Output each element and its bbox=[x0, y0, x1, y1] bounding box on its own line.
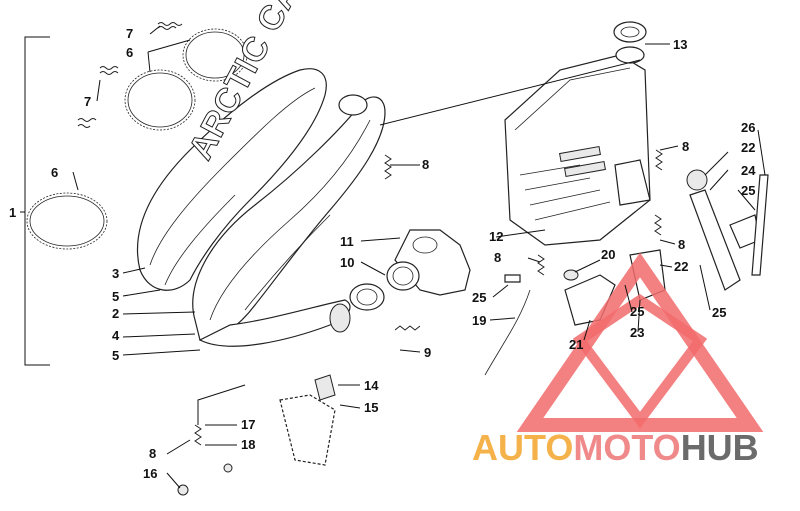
grommet-20 bbox=[563, 269, 579, 281]
callout-25-bracket: 25 bbox=[630, 304, 644, 319]
spring-8-lower bbox=[194, 424, 202, 446]
callout-22-lower: 22 bbox=[674, 259, 688, 274]
callout-7-left: 7 bbox=[84, 94, 91, 109]
callout-9: 9 bbox=[424, 345, 431, 360]
spring-8-center bbox=[537, 254, 545, 276]
assembly-bracket bbox=[24, 36, 50, 366]
spring-8-neck bbox=[384, 154, 392, 180]
spring-7-lower bbox=[99, 66, 119, 75]
watermark-part1: AUTO bbox=[472, 427, 573, 468]
callout-8-right: 8 bbox=[678, 237, 685, 252]
callout-23: 23 bbox=[630, 325, 644, 340]
callout-6-top: 6 bbox=[126, 45, 133, 60]
callout-2: 2 bbox=[112, 306, 119, 321]
spring-7-left-ring bbox=[77, 118, 97, 128]
mount-bracket-24 bbox=[689, 189, 761, 291]
exhaust-manifold bbox=[386, 229, 471, 296]
callout-5-upper: 5 bbox=[112, 289, 119, 304]
callout-25-right-low: 25 bbox=[712, 305, 726, 320]
callout-11: 11 bbox=[340, 234, 354, 249]
watermark-triangle bbox=[516, 252, 764, 432]
callout-8-lower: 8 bbox=[149, 446, 156, 461]
spring-7-top bbox=[157, 22, 183, 30]
callout-12: 12 bbox=[489, 229, 503, 244]
callout-6-left: 6 bbox=[51, 165, 58, 180]
watermark-part2: MOTO bbox=[573, 427, 680, 468]
callout-8-center: 8 bbox=[494, 250, 501, 265]
callout-25-right-top: 25 bbox=[741, 183, 755, 198]
rod-26 bbox=[751, 174, 769, 276]
callout-22-top: 22 bbox=[741, 140, 755, 155]
watermark-logo: AUTOMOTOHUB bbox=[472, 427, 759, 468]
clamp-ring-6-mid bbox=[124, 69, 196, 131]
callout-25-center: 25 bbox=[472, 290, 486, 305]
spring-8-silencer-low bbox=[654, 214, 662, 236]
clamp-ring-6-left bbox=[26, 192, 108, 250]
callout-4: 4 bbox=[112, 328, 120, 343]
bolt-18 bbox=[223, 463, 233, 473]
svg-text:AUTOMOTOHUB: AUTOMOTOHUB bbox=[472, 427, 759, 468]
rubber-mount-22 bbox=[686, 169, 708, 191]
flange-ring bbox=[349, 283, 385, 311]
callout-8-neck: 8 bbox=[422, 157, 429, 172]
leader-lines bbox=[20, 25, 766, 489]
callout-labels-positioned: 1 2 3 4 5 5 6 6 7 7 8 8 8 8 8 9 10 11 12… bbox=[9, 26, 756, 481]
callout-13: 13 bbox=[673, 37, 687, 52]
callout-24: 24 bbox=[741, 163, 756, 178]
expansion-chamber bbox=[192, 94, 386, 347]
callout-8-silencer: 8 bbox=[682, 139, 689, 154]
lower-bracket bbox=[279, 374, 336, 466]
callout-16: 16 bbox=[143, 466, 157, 481]
callout-26: 26 bbox=[741, 120, 755, 135]
callout-3: 3 bbox=[112, 266, 119, 281]
clamp-ring-6-top bbox=[182, 28, 248, 82]
bolt-25-center bbox=[504, 274, 521, 283]
callout-21: 21 bbox=[569, 337, 583, 352]
callout-19: 19 bbox=[472, 313, 486, 328]
silencer-box bbox=[504, 54, 651, 246]
callout-18: 18 bbox=[241, 437, 255, 452]
callout-1: 1 bbox=[9, 205, 16, 220]
watermark-part3: HUB bbox=[681, 427, 759, 468]
spring-9 bbox=[394, 325, 421, 331]
grommet bbox=[613, 21, 647, 64]
callout-10: 10 bbox=[340, 255, 354, 270]
callout-14: 14 bbox=[364, 378, 379, 393]
callout-20: 20 bbox=[601, 247, 615, 262]
ground-cable bbox=[484, 289, 531, 376]
spring-8-silencer-top bbox=[655, 149, 663, 171]
callout-17: 17 bbox=[241, 417, 255, 432]
callout-5-lower: 5 bbox=[112, 348, 119, 363]
callout-15: 15 bbox=[364, 400, 378, 415]
bolt-16 bbox=[177, 484, 189, 496]
callout-7-top: 7 bbox=[126, 26, 133, 41]
